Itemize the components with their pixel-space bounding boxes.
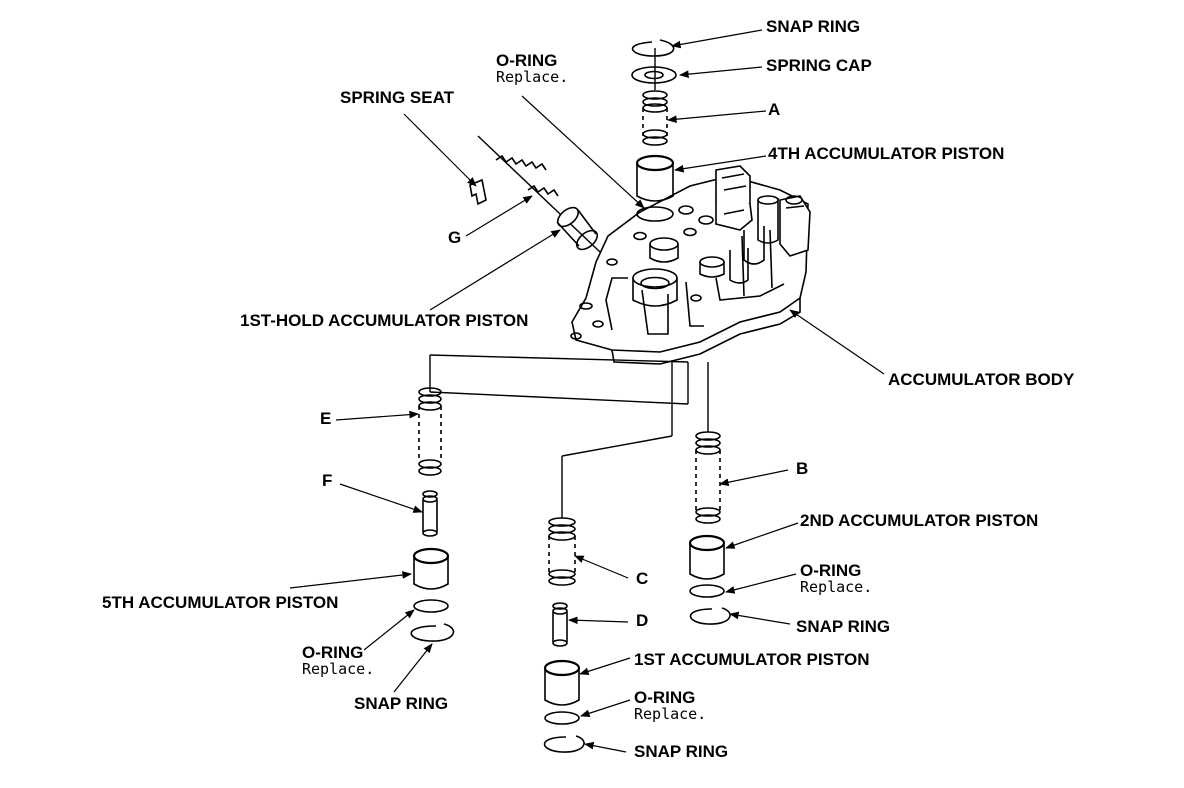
spring-d-shape (552, 602, 568, 647)
label-snap-ring-top: SNAP RING (766, 17, 861, 36)
label-b: B (796, 459, 809, 478)
snap-ring-5th-shape (410, 623, 455, 642)
leader-snap-ring-2nd (729, 611, 791, 625)
leader-first-hold-piston (429, 229, 561, 311)
o-ring-1st-shape (544, 711, 580, 725)
spring-c-shape (548, 517, 576, 586)
leader-second-piston (725, 522, 799, 549)
label-fourth-piston: 4TH ACCUMULATOR PISTON (768, 144, 1005, 163)
o-ring-2nd-shape (689, 584, 725, 598)
label-g: G (448, 228, 462, 247)
leader-d (568, 616, 629, 625)
leader-snap-ring-1st (584, 741, 627, 753)
leader-b (719, 469, 789, 487)
leader-o-ring-2nd (725, 573, 797, 594)
leader-fifth-piston (289, 571, 412, 589)
label-accumulator-body: ACCUMULATOR BODY (888, 370, 1075, 389)
label-snap-ring-1st: SNAP RING (634, 742, 729, 761)
second-piston-shape (688, 534, 726, 580)
leader-fourth-piston (674, 155, 767, 173)
spring-seat-shape (469, 178, 487, 206)
o-ring-top-shape (636, 206, 674, 222)
first-piston-shape (543, 659, 581, 706)
fourth-piston-shape (635, 154, 675, 202)
spring-a-shape (642, 90, 668, 146)
spring-g-outer-shape (495, 154, 547, 171)
leader-o-ring-top (521, 95, 645, 209)
leader-g (465, 195, 533, 237)
snap-ring-1st-shape (543, 735, 585, 753)
accumulator-body (570, 165, 811, 365)
label-e: E (320, 409, 332, 428)
o-ring-5th-shape (413, 599, 449, 613)
fifth-piston-shape (412, 547, 450, 590)
leader-c (574, 555, 629, 579)
label-spring-seat: SPRING SEAT (340, 88, 454, 107)
label-first-hold-piston: 1ST-HOLD ACCUMULATOR PISTON (240, 311, 529, 330)
spring-f-shape (422, 490, 438, 537)
center-stack-parts (543, 517, 585, 753)
spring-cap-shape (631, 66, 677, 84)
right-stack-parts (688, 431, 731, 625)
label-o-ring-1st-note: Replace. (634, 705, 707, 723)
label-snap-ring-2nd: SNAP RING (796, 617, 891, 636)
leader-accumulator-body (789, 309, 885, 375)
label-fifth-piston: 5TH ACCUMULATOR PISTON (102, 593, 339, 612)
leader-snap-ring-top (671, 29, 763, 49)
snap-ring-top-shape (631, 39, 675, 57)
label-d: D (636, 611, 649, 630)
assembly-guide-lines (429, 48, 709, 518)
leader-e (335, 410, 419, 421)
label-o-ring-2nd-note: Replace. (800, 578, 873, 596)
leader-o-ring-1st (580, 699, 631, 717)
label-o-ring-2nd: O-RING (800, 561, 862, 580)
top-stack-parts (631, 39, 677, 222)
snap-ring-2nd-shape (689, 607, 731, 625)
label-second-piston: 2ND ACCUMULATOR PISTON (800, 511, 1039, 530)
label-first-piston: 1ST ACCUMULATOR PISTON (634, 650, 870, 669)
label-o-ring-5th-note: Replace. (302, 660, 375, 678)
label-o-ring-top: O-RING (496, 51, 558, 70)
label-o-ring-top-note: Replace. (496, 68, 569, 86)
label-a: A (768, 100, 781, 119)
leader-a (667, 110, 767, 124)
leader-spring-seat (403, 113, 477, 187)
label-spring-cap: SPRING CAP (766, 56, 872, 75)
leader-first-piston (579, 657, 631, 676)
left-stack-parts (410, 387, 455, 642)
leader-f (339, 483, 423, 513)
leader-lines (289, 29, 885, 753)
spring-b-shape (695, 431, 721, 524)
first-hold-parts (469, 154, 599, 251)
label-f: F (322, 471, 333, 490)
label-snap-ring-5th: SNAP RING (354, 694, 449, 713)
spring-g-inner-shape (527, 184, 559, 197)
leader-snap-ring-5th (393, 643, 433, 693)
leader-spring-cap (679, 66, 763, 78)
label-o-ring-1st: O-RING (634, 688, 696, 707)
first-hold-piston-shape (556, 206, 599, 251)
label-c: C (636, 569, 649, 588)
spring-e-shape (418, 387, 442, 476)
label-o-ring-5th: O-RING (302, 643, 364, 662)
leader-o-ring-5th (363, 609, 415, 651)
